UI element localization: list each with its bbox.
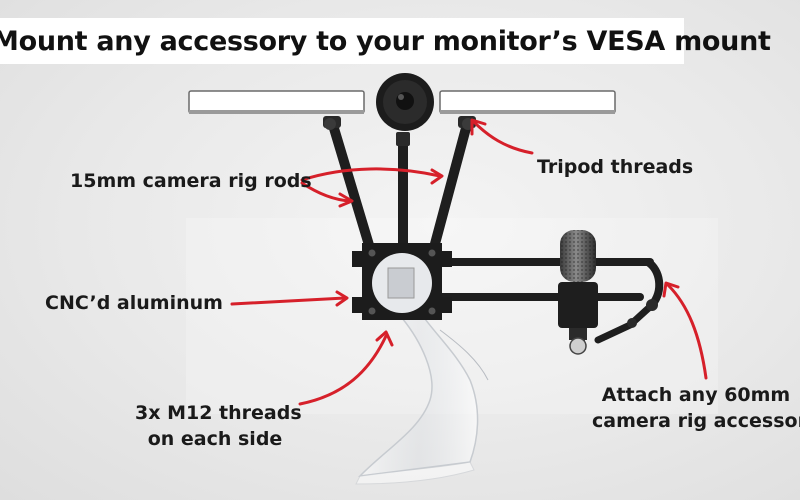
- arrowhead-accessory: [662, 281, 680, 298]
- tripod-thread-mounts: [323, 116, 476, 146]
- acrylic-stand: [355, 298, 489, 485]
- title-banner: Mount any accessory to your monitor’s VE…: [0, 18, 771, 64]
- arrowhead-right-rod: [430, 168, 444, 185]
- arrowhead-plate: [335, 290, 349, 307]
- horizontal-rods: [436, 258, 654, 301]
- label-m12-threads: 3x M12 threads on each side: [135, 400, 302, 452]
- label-camera-rig-rods: 15mm camera rig rods: [70, 170, 312, 192]
- cnc-aluminum-plate: [352, 243, 452, 320]
- label-attach-accessory-line1: Attach any 60mm: [601, 384, 791, 406]
- annotation-arrows: [230, 118, 708, 406]
- label-tripod-threads: Tripod threads: [537, 156, 694, 178]
- light-bar-left: [188, 90, 365, 114]
- label-attach-accessory-line2: camera rig accessory: [592, 410, 800, 432]
- arrow-to-tripod-thread: [472, 120, 534, 155]
- webcam: [376, 73, 434, 131]
- label-m12-threads-line1: 3x M12 threads: [135, 402, 302, 424]
- arrowhead-tripod-thread: [470, 118, 487, 136]
- light-bar-right: [439, 90, 616, 114]
- arrow-to-left-rod: [300, 181, 352, 203]
- arrowhead-left-rod: [338, 192, 354, 208]
- microphone: [558, 230, 598, 355]
- arrow-to-accessory: [666, 283, 708, 380]
- camera-rig-rods: [328, 120, 471, 260]
- arrow-to-right-rod: [300, 167, 442, 182]
- label-attach-accessory: Attach any 60mm camera rig accessory: [592, 382, 800, 434]
- page-title: Mount any accessory to your monitor’s VE…: [0, 25, 771, 57]
- arrow-to-plate: [230, 296, 347, 306]
- label-m12-threads-line2: on each side: [147, 428, 283, 450]
- label-cnc-aluminum: CNC’d aluminum: [45, 292, 223, 314]
- arrowhead-threads: [375, 330, 394, 347]
- arrow-to-threads: [298, 334, 388, 406]
